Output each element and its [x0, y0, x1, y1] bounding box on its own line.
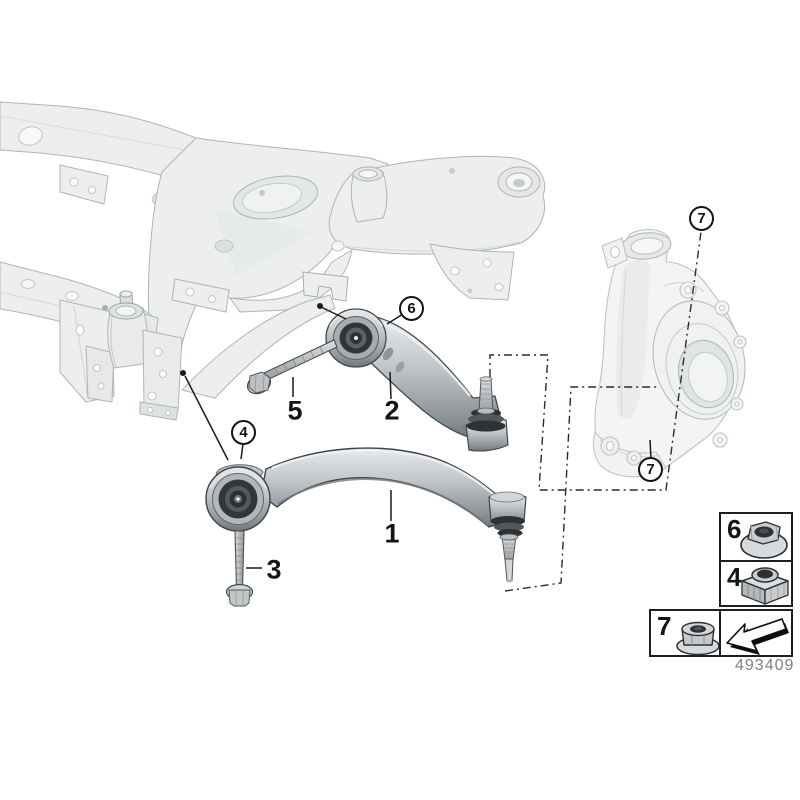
- callout-7-top: 7: [689, 206, 714, 231]
- callout-7-bottom: 7: [638, 457, 663, 482]
- legend-label-4: 4: [727, 562, 742, 592]
- drawing-number: 493409: [735, 657, 795, 674]
- callout-7-top-number: 7: [697, 210, 706, 227]
- bolt-5: [246, 339, 338, 395]
- legend-cell-4: 4: [719, 560, 793, 607]
- legend-label-6: 6: [727, 514, 742, 544]
- part-label-2: 2: [384, 395, 400, 426]
- callout-6-number: 6: [407, 300, 416, 317]
- callout-4: 4: [231, 420, 256, 445]
- steering-knuckle: [592, 229, 747, 478]
- install-direction-arrow-icon: [726, 618, 789, 655]
- hex-flange-nut-icon: [740, 521, 788, 559]
- square-collar-nut-icon: [741, 567, 789, 605]
- hex-flange-nut-side-icon: [676, 621, 720, 656]
- part-label-1: 1: [384, 518, 400, 549]
- legend-label-7: 7: [657, 611, 672, 641]
- callout-6: 6: [399, 296, 424, 321]
- control-arm-2: [325, 308, 509, 452]
- bolt-3: [225, 530, 254, 607]
- part-label-3: 3: [266, 554, 282, 585]
- callout-7-bottom-number: 7: [646, 461, 655, 478]
- legend-cell-7: 7: [649, 609, 721, 657]
- control-arm-1: [205, 447, 527, 583]
- part-label-5: 5: [287, 395, 303, 426]
- subframe-carrier: [0, 101, 545, 421]
- legend-cell-arrow: [719, 609, 793, 657]
- legend-cell-6: 6: [719, 512, 793, 562]
- callout-4-number: 4: [239, 424, 248, 441]
